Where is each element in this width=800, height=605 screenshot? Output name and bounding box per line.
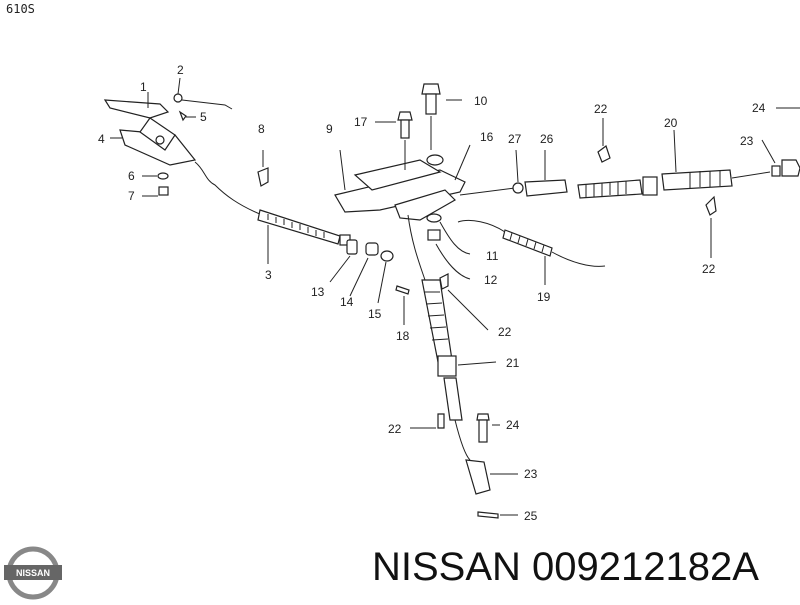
clip-22-right-bottom — [705, 195, 717, 216]
brand-part-number: NISSAN 009212182A — [372, 545, 759, 589]
callout-21: 21 — [506, 356, 520, 370]
long-rear-cable — [459, 107, 800, 199]
callout-5: 5 — [200, 110, 207, 124]
callout-23-a: 23 — [740, 134, 754, 148]
clip-8 — [257, 167, 269, 187]
pin-assembly — [173, 77, 233, 122]
callout-15: 15 — [368, 307, 382, 321]
callout-18: 18 — [396, 329, 410, 343]
callout-1: 1 — [140, 80, 147, 94]
clip-22-left — [437, 413, 445, 429]
callout-3: 3 — [265, 268, 272, 282]
callout-19: 19 — [537, 290, 551, 304]
callout-13: 13 — [311, 285, 325, 299]
small-parts-13-18 — [329, 239, 410, 325]
diagram-code: 610S — [6, 2, 35, 16]
callout-4: 4 — [98, 132, 105, 146]
callout-27: 27 — [508, 132, 522, 146]
clip-22-top — [439, 273, 449, 290]
callout-17: 17 — [354, 115, 368, 129]
front-cable — [194, 161, 351, 264]
nut-washer-11-12 — [426, 213, 471, 280]
center-cable — [407, 214, 497, 461]
callout-14: 14 — [340, 295, 354, 309]
callout-25: 25 — [524, 509, 538, 523]
nut-washer — [142, 172, 169, 197]
callout-10: 10 — [474, 94, 488, 108]
callout-22-a: 22 — [594, 102, 608, 116]
callout-23-b: 23 — [524, 467, 538, 481]
callout-22-b: 22 — [702, 262, 716, 276]
callout-6: 6 — [128, 169, 135, 183]
callout-20: 20 — [664, 116, 678, 130]
callout-11: 11 — [486, 249, 499, 263]
callout-7: 7 — [128, 189, 135, 203]
lower-clevis — [465, 413, 518, 519]
callout-22-c: 22 — [498, 325, 512, 339]
equalizer-bracket — [334, 144, 471, 221]
callout-24-b: 24 — [506, 418, 520, 432]
nissan-logo: NISSAN — [4, 546, 62, 600]
callout-9: 9 — [326, 122, 333, 136]
callout-26: 26 — [540, 132, 554, 146]
callout-12: 12 — [484, 273, 498, 287]
callout-24-a: 24 — [752, 101, 766, 115]
bolt-10 — [421, 83, 462, 150]
right-cable-19 — [457, 219, 606, 285]
callout-16: 16 — [480, 130, 494, 144]
callout-22-d: 22 — [388, 422, 402, 436]
bolt-17 — [375, 111, 413, 170]
clip-22-right-top — [597, 145, 611, 163]
callout-8: 8 — [258, 122, 265, 136]
handbrake-lever — [103, 92, 197, 166]
logo-text: NISSAN — [16, 568, 50, 578]
callout-labels: 1 2 3 4 5 6 7 8 9 10 11 12 13 14 15 16 1… — [98, 63, 766, 523]
callout-2: 2 — [177, 63, 184, 77]
